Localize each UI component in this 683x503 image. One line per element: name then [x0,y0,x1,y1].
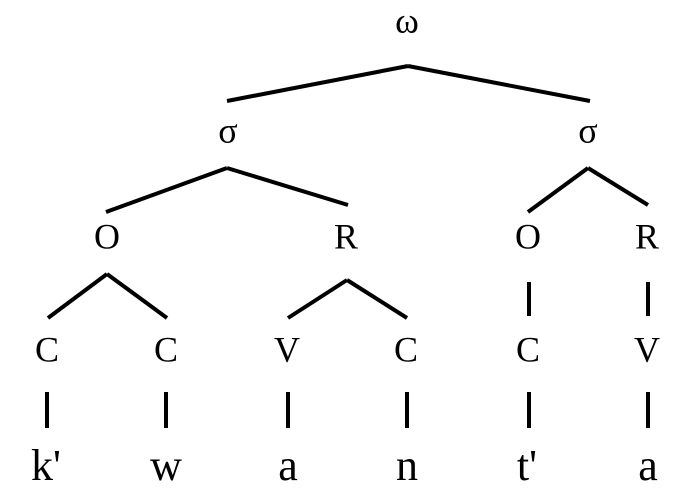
branch-syllable-2-onset [526,166,590,214]
branch-syllable-2-rhyme [586,166,650,207]
slot-node-4: C [394,329,418,369]
tree-nodes: ω σ σ O R O R C C V C C V [35,0,660,369]
branch-syllable-1-rhyme [226,166,349,207]
rhyme-node-1: R [334,216,358,256]
word-node: ω [395,0,419,40]
branch-word-syllable-1 [226,64,409,103]
tree-segments: k' w a n t' a [31,441,658,490]
branch-onset-1-slot-2 [105,272,169,320]
slot-node-5: C [516,329,540,369]
onset-node-1: O [94,216,120,256]
segment-6: a [638,441,658,490]
segment-5: t' [517,441,537,490]
branch-onset-1-slot-1 [46,272,109,320]
slot-node-1: C [35,329,59,369]
segment-3: a [278,441,298,490]
slot-node-3: V [274,329,300,369]
branch-word-syllable-2 [407,64,591,103]
onset-node-2: O [515,216,541,256]
syllable-node-2: σ [578,110,597,150]
branch-rhyme-1-slot-1 [286,278,349,320]
syllable-node-1: σ [218,110,237,150]
tree-branches [45,64,650,428]
branch-syllable-1-onset [105,166,228,214]
segment-4: n [396,441,418,490]
slot-node-6: V [634,329,660,369]
slot-node-2: C [154,329,178,369]
branch-rhyme-1-slot-2 [345,278,409,320]
segment-2: w [150,441,182,490]
rhyme-node-2: R [635,216,659,256]
segment-1: k' [31,441,61,490]
